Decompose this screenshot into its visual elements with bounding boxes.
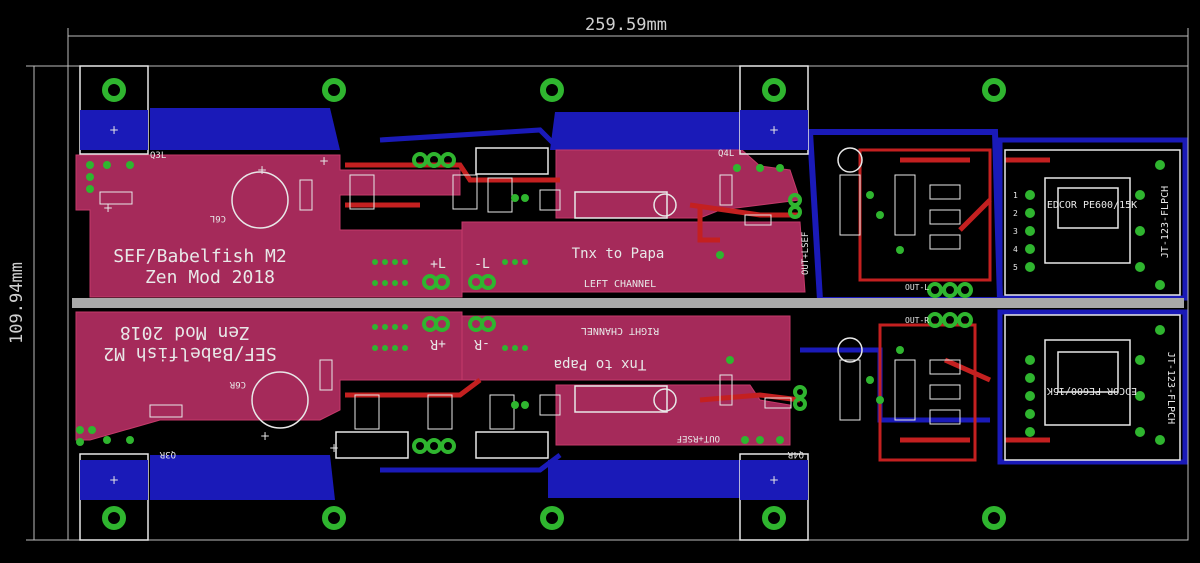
right-title-line1: SEF/Babelfish M2 (103, 343, 276, 364)
left-channel-label: LEFT CHANNEL (584, 279, 656, 290)
left-thanks: Tnx to Papa (572, 246, 665, 262)
package-plus-marks: + + + + (109, 123, 779, 487)
electrolytic-capacitors (231, 147, 863, 429)
svg-text:+: + (109, 473, 119, 487)
c6l-label: C6L (210, 213, 226, 223)
right-channel-label: RIGHT CHANNEL (581, 325, 659, 336)
c6r-outline (251, 371, 309, 429)
out-l-label: OUT-L (905, 283, 929, 292)
out-rsef-label: OUT+RSEF (677, 433, 720, 443)
center-ground-bar (72, 298, 1184, 308)
transformer-bottom-label: EDCOR PE600/15K (1047, 385, 1137, 396)
top-copper-layer (75, 148, 992, 462)
svg-text:+: + (257, 163, 267, 177)
left-title-line2: Zen Mod 2018 (145, 267, 275, 288)
svg-text:+: + (103, 201, 113, 215)
mounting-holes (102, 78, 1006, 530)
plus-r-label: +R (430, 336, 446, 351)
small-pads (76, 160, 1165, 446)
transformer-top-label: EDCOR PE600/15K (1047, 200, 1137, 211)
plus-l-label: +L (430, 257, 446, 272)
svg-text:1: 1 (1013, 191, 1018, 200)
dimension-width (67, 28, 1189, 70)
minus-r-label: -R (474, 336, 490, 351)
out-r-label: OUT-R (905, 316, 929, 325)
dimension-height-label: 109.94mm (7, 262, 27, 344)
svg-text:+: + (319, 154, 329, 168)
minus-l-label: -L (474, 257, 490, 272)
jack-top-label: JT-123-FLPCH (1160, 186, 1171, 258)
right-thanks: Tnx to Papa (554, 356, 647, 372)
transformer-outlines (1004, 149, 1181, 461)
q3l-label: Q3L (150, 151, 166, 161)
dimension-width-label: 259.59mm (585, 15, 667, 35)
svg-text:+: + (329, 441, 339, 455)
jack-bottom-label: JT-123-FLPCH (1165, 352, 1176, 424)
svg-text:+: + (260, 429, 270, 443)
q4l-label: Q4L (718, 149, 734, 159)
c6l-outline (231, 171, 289, 229)
svg-text:5: 5 (1013, 263, 1018, 272)
q4r-label: Q4R (787, 449, 804, 459)
dimension-height (26, 65, 70, 541)
svg-text:+: + (109, 123, 119, 137)
transistor-tabs (80, 110, 808, 500)
transformer-pin-numbers: 1 2 3 4 5 (1013, 191, 1018, 272)
svg-text:4: 4 (1013, 245, 1018, 254)
svg-text:+: + (769, 473, 779, 487)
board-outline (67, 65, 1189, 541)
out-lsef-label: OUT+LSEF (801, 232, 811, 275)
right-title-line2: Zen Mod 2018 (120, 322, 250, 343)
left-title-line1: SEF/Babelfish M2 (113, 246, 286, 267)
q3r-label: Q3R (159, 449, 176, 459)
c6r-label: C6R (229, 379, 246, 389)
svg-text:3: 3 (1013, 227, 1018, 236)
svg-text:+: + (769, 123, 779, 137)
polarity-marks: + + + + + (103, 154, 339, 455)
power-pads (412, 152, 973, 454)
small-components (99, 174, 961, 430)
film-capacitors (335, 147, 668, 459)
svg-text:2: 2 (1013, 209, 1018, 218)
